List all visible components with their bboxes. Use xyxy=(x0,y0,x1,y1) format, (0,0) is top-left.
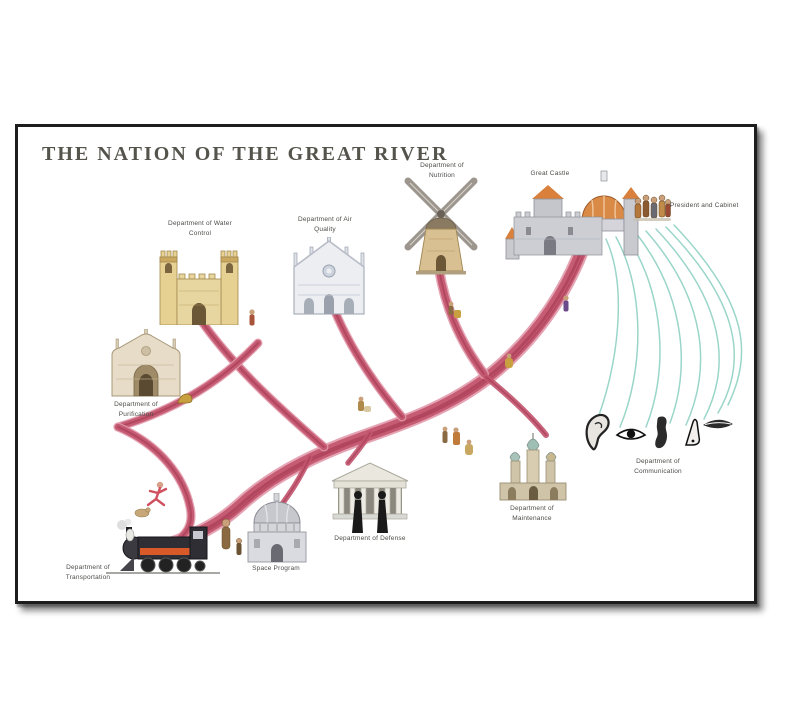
label-nutrition: Department of Nutrition xyxy=(420,162,464,180)
nose-icon xyxy=(684,418,701,446)
defense-building xyxy=(331,462,409,533)
eye-icon xyxy=(615,428,647,440)
citizen-figure xyxy=(442,426,460,445)
label-defense: Department of Defense xyxy=(334,535,406,542)
citizen-figure xyxy=(505,353,513,368)
nutrition-windmill xyxy=(404,177,478,275)
citizen-figure xyxy=(465,439,473,455)
label-maintenance: Department of Maintenance xyxy=(510,505,554,523)
label-water-control: Department of Water Control xyxy=(168,220,232,238)
river-branch-maintenance xyxy=(486,377,546,435)
great-castle-building xyxy=(505,170,640,260)
label-air-quality: Department of Air Quality xyxy=(298,216,352,234)
runner-figure xyxy=(134,481,168,518)
mouth-icon xyxy=(703,419,733,429)
space-program-figures xyxy=(221,518,242,555)
purification-building xyxy=(111,329,181,397)
label-great-castle: Great Castle xyxy=(530,170,570,177)
nation-of-the-great-river-poster: THE NATION OF THE GREAT RIVER xyxy=(15,124,757,604)
label-president: President and Cabinet xyxy=(670,202,739,209)
space-program-building xyxy=(247,493,307,563)
citizen-figure xyxy=(358,396,371,412)
maintenance-building xyxy=(499,433,567,501)
steam-puff xyxy=(117,519,132,530)
water-control-building xyxy=(159,250,239,325)
transportation-train xyxy=(106,519,220,574)
river-network xyxy=(18,224,743,601)
label-purification: Department of Purification xyxy=(114,401,158,419)
president-and-cabinet-figures xyxy=(633,194,671,221)
larynx-icon xyxy=(655,416,667,449)
air-quality-building xyxy=(293,237,365,315)
nerve-lines xyxy=(595,224,743,428)
ear-icon xyxy=(585,413,610,451)
label-space-program: Space Program xyxy=(252,565,300,572)
label-communication: Department of Communication xyxy=(634,458,682,476)
guard-figures xyxy=(352,491,388,533)
citizen-figure xyxy=(563,295,569,312)
citizen-figure xyxy=(177,393,193,404)
communication-organs xyxy=(585,413,733,451)
citizen-figure xyxy=(448,301,461,318)
citizen-figure xyxy=(249,309,255,326)
page-title: THE NATION OF THE GREAT RIVER xyxy=(42,143,449,165)
label-transportation: Department of Transportation xyxy=(65,564,111,582)
river-branch-nutrition xyxy=(439,269,484,374)
